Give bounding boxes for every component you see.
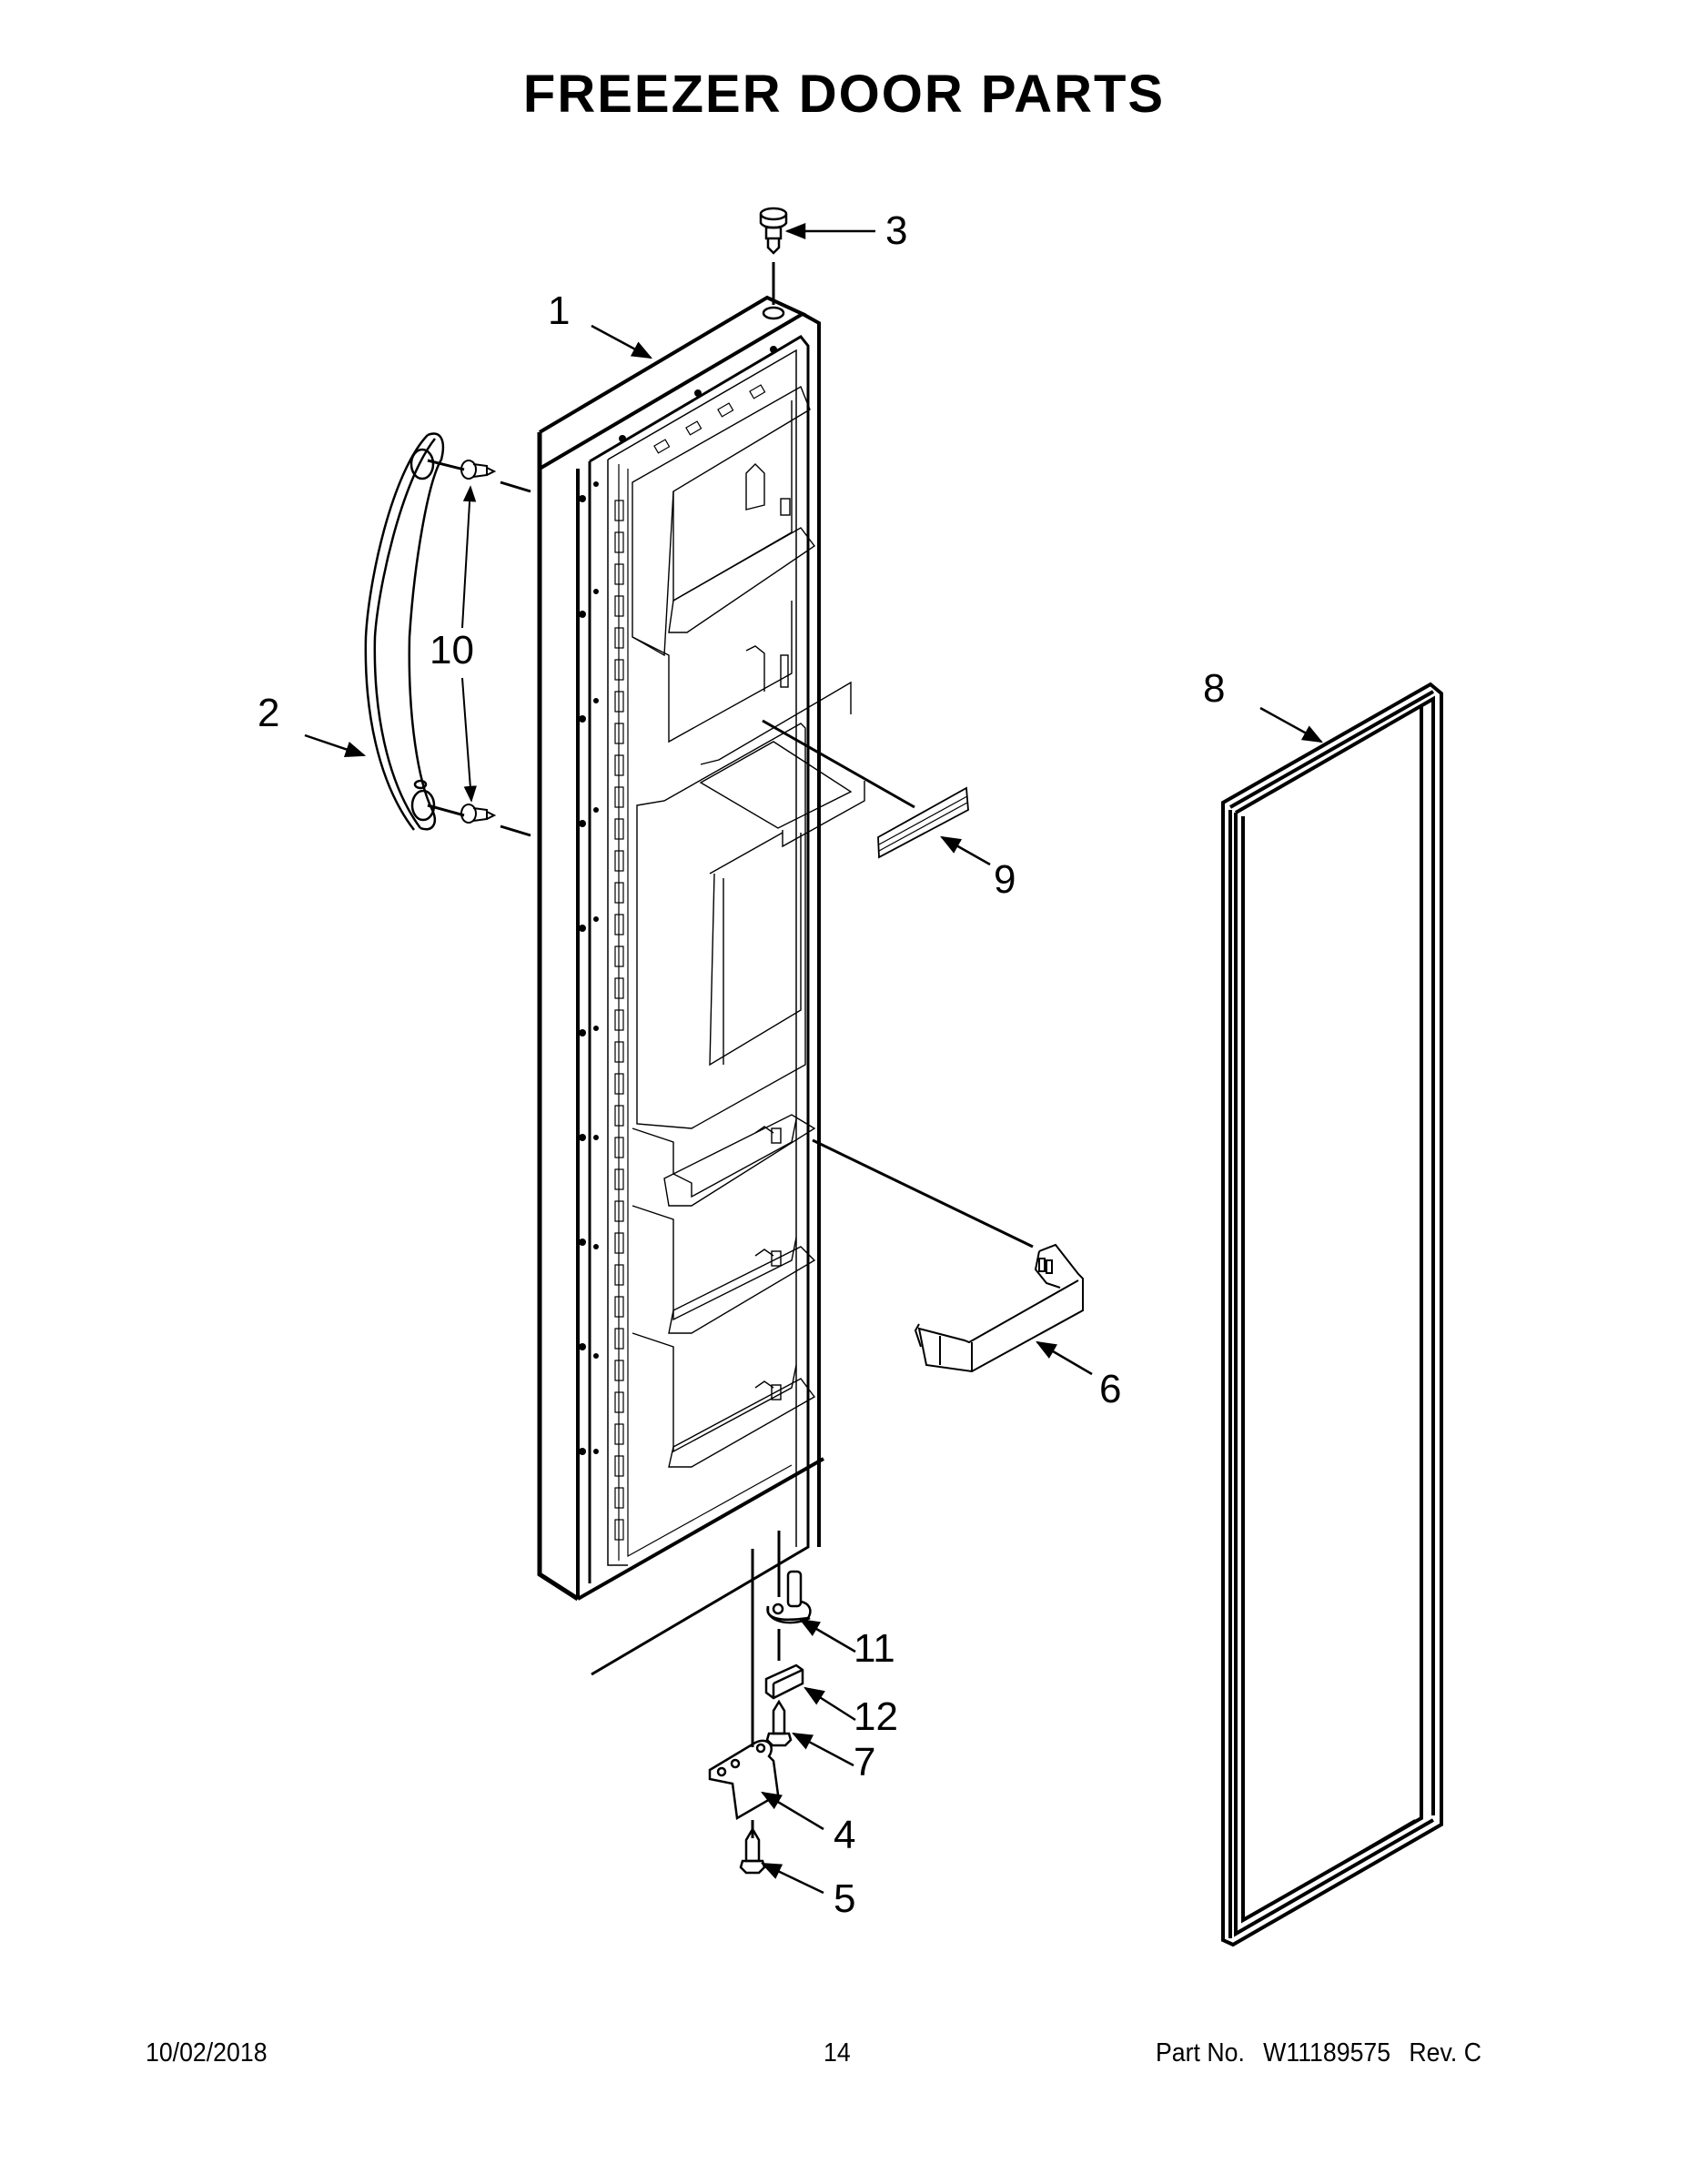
callout-6: 6 xyxy=(1099,1367,1122,1411)
door-bin-drawing xyxy=(812,1138,1084,1373)
callout-5: 5 xyxy=(834,1876,856,1921)
page-title: FREEZER DOOR PARTS xyxy=(522,65,1166,124)
callout-11: 11 xyxy=(854,1626,895,1671)
callout-10: 10 xyxy=(430,628,474,672)
part-no-value: W11189575 xyxy=(1263,2038,1391,2068)
freezer-door-drawing xyxy=(537,295,865,1676)
callout-2: 2 xyxy=(258,691,280,735)
bottom-hinge-parts-drawing xyxy=(708,1531,812,1875)
revision: Rev. C xyxy=(1409,2038,1481,2068)
callout-8: 8 xyxy=(1203,666,1226,711)
callout-3: 3 xyxy=(885,208,908,253)
callout-9: 9 xyxy=(994,857,1016,902)
callout-4: 4 xyxy=(834,1813,856,1857)
callout-12: 12 xyxy=(854,1694,898,1739)
callout-7: 7 xyxy=(854,1740,876,1785)
dispenser-trim-drawing xyxy=(762,719,969,859)
door-gasket-drawing xyxy=(1221,682,1443,1947)
part-no-label: Part No. xyxy=(1156,2038,1245,2068)
door-handle-drawing xyxy=(364,432,445,831)
top-bushing-drawing xyxy=(759,207,788,320)
footer-page-number: 14 xyxy=(824,2038,851,2068)
leader-arrows xyxy=(304,223,1323,1895)
footer-date: 10/02/2018 xyxy=(146,2038,268,2068)
callout-1: 1 xyxy=(548,288,571,333)
footer-part-number: Part No. W11189575 Rev. C xyxy=(1156,2038,1481,2068)
